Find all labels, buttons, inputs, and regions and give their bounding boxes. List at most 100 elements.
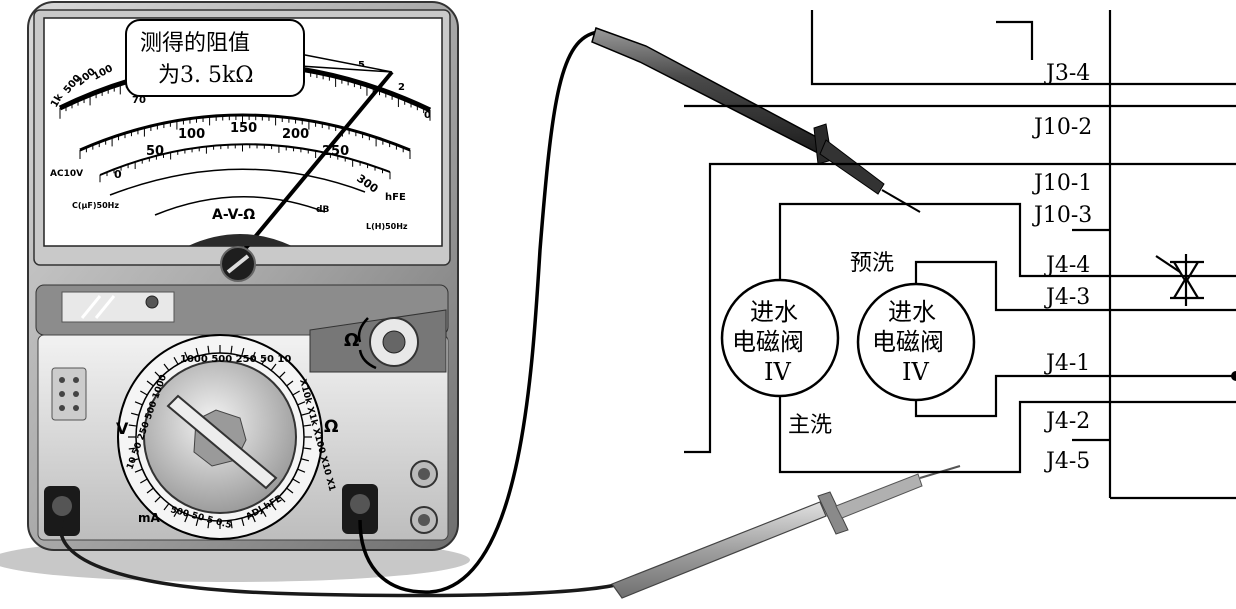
dial-tick <box>154 495 162 503</box>
black-probe-lead <box>59 519 621 598</box>
dial-tick <box>251 351 256 360</box>
scale-label-0: 0 <box>424 110 431 121</box>
meter-midband-window <box>61 291 175 323</box>
valve-pre-line2: 电磁阀 <box>872 328 944 356</box>
dial-tick <box>184 514 189 523</box>
prewash-label: 预洗 <box>850 251 894 276</box>
wire-j3-corner <box>996 20 1034 60</box>
range-ma-label: mA <box>138 511 161 525</box>
valve-main-circle <box>720 278 840 398</box>
dial-tick <box>154 371 162 379</box>
wire-valve-pre-bottom <box>914 374 1236 418</box>
scale-label-2: 2 <box>398 82 405 93</box>
scale-label-hfe: hFE <box>385 192 406 203</box>
valve-pre-line3: IV <box>902 358 929 386</box>
dial-tick <box>270 503 277 511</box>
dial-tick <box>300 412 310 416</box>
dial-tick <box>130 412 140 416</box>
scale-label-70: 70 <box>132 95 146 106</box>
range-selector-pointer[interactable] <box>166 394 278 490</box>
dial-tick <box>128 424 137 427</box>
dial-tick <box>261 509 267 517</box>
range-acv-values: 1000 500 250 50 10 <box>180 354 291 365</box>
scale-label-mid-200: 200 <box>282 127 309 142</box>
callout-box <box>125 19 305 97</box>
scale-arc-ind <box>154 196 326 216</box>
dial-tick <box>173 357 179 365</box>
cap-label: C(μF)50Hz <box>72 201 119 210</box>
dial-tick <box>173 509 179 517</box>
dial-tick <box>300 458 310 462</box>
black-test-probe[interactable] <box>611 465 961 599</box>
terminal-label-j10-2: J10-2 <box>1032 115 1092 140</box>
scale-label-mid-100: 100 <box>178 127 205 142</box>
valve-main-line3: IV <box>764 358 791 386</box>
dial-tick <box>207 520 210 529</box>
callout-line1: 测得的阻值 <box>140 31 250 56</box>
jack-2500v-center <box>418 468 430 480</box>
dial-tick <box>251 514 256 523</box>
wire-valve-main-bottom <box>778 394 1236 474</box>
ac-label: AC10V <box>50 169 83 179</box>
dial-tick <box>303 424 312 427</box>
midband-led <box>145 295 159 309</box>
mainwash-label: 主洗 <box>788 413 832 438</box>
dial-tick <box>286 487 294 494</box>
dial-tick <box>146 487 154 494</box>
plus-jack[interactable] <box>350 494 370 514</box>
dial-tick <box>286 380 294 387</box>
scale-label-db: dB <box>316 205 329 215</box>
valve-main-line2: 电磁阀 <box>732 328 804 356</box>
dial-tick <box>270 363 277 371</box>
scale-arc-cap <box>109 168 366 196</box>
meter-needle <box>238 70 394 257</box>
red-test-probe[interactable] <box>591 27 921 213</box>
ohm-adjust-knob-center <box>382 330 406 354</box>
dial-tick <box>195 517 199 527</box>
dial-tick <box>297 401 306 406</box>
triac-symbol <box>1155 254 1204 306</box>
ohm-adjust-arrow-up <box>357 317 369 343</box>
dial-tick <box>146 380 154 387</box>
dial-tick <box>207 345 210 354</box>
dial-tick <box>163 363 170 371</box>
valve-main-line1: 进水 <box>750 298 798 326</box>
dial-tick <box>230 345 233 354</box>
terminal-label-j4-3: J4-3 <box>1044 285 1090 310</box>
callout-line2: 为3. 5kΩ <box>158 63 254 88</box>
dial-tick <box>230 520 233 529</box>
circuit-diagram <box>684 10 1236 500</box>
scale-label-mid-50: 50 <box>146 144 164 159</box>
dial-tick <box>303 447 312 450</box>
range-v-label: V <box>116 419 129 438</box>
dial-tick <box>241 517 245 527</box>
dial-tick <box>297 468 306 473</box>
ohm-adjust-arrow-down <box>358 349 377 370</box>
dial-tick <box>163 503 170 511</box>
dial-tick <box>241 347 245 357</box>
valve-pre-circle <box>856 282 976 402</box>
wire-valve-main-top <box>778 202 1236 282</box>
terminal-dot-j4-1 <box>1231 371 1236 381</box>
dial-tick <box>140 390 148 396</box>
ind-label: L(H)50Hz <box>366 222 408 231</box>
range-dial-ticks <box>128 345 312 529</box>
terminal-label-j3-4: J3-4 <box>1044 61 1090 86</box>
dial-tick <box>278 495 286 503</box>
dial-tick <box>292 478 300 484</box>
transistor-socket <box>51 367 87 421</box>
unit-label: A-V-Ω <box>212 207 255 223</box>
dial-tick <box>261 357 267 365</box>
dial-tick <box>134 401 143 406</box>
multimeter: 1k 500 200 100 70 5 2 0 0 50 100 150 200… <box>0 1 470 582</box>
dial-tick <box>130 458 140 462</box>
dial-tick <box>140 478 148 484</box>
transistor-socket-holes <box>59 377 79 411</box>
scale-label-mid-0: 0 <box>114 168 122 181</box>
needle-pivot-cover <box>188 234 292 246</box>
range-ohm-label: Ω <box>324 417 338 437</box>
dial-tick <box>292 390 300 396</box>
terminal-label-j10-3: J10-3 <box>1032 203 1092 228</box>
com-jack[interactable] <box>52 496 72 516</box>
terminal-label-j4-5: J4-5 <box>1044 449 1090 474</box>
